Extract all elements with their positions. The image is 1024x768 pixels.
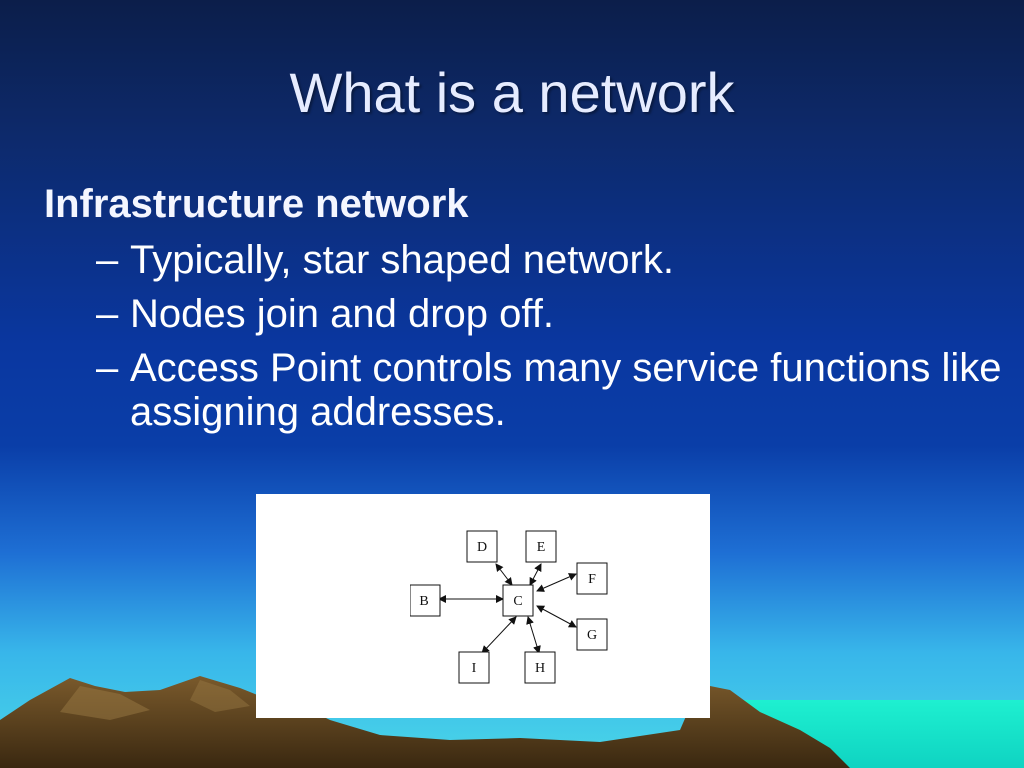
node-b bbox=[409, 584, 441, 617]
edge-c-e bbox=[529, 563, 542, 586]
slide-body: Infrastructure network – Typically, star… bbox=[44, 180, 1024, 434]
edge-c-f bbox=[536, 573, 577, 592]
node-label-i: I bbox=[472, 661, 477, 676]
star-network-figure: C D E F B G I H bbox=[256, 494, 710, 718]
bullet-item: – Typically, star shaped network. bbox=[44, 238, 1024, 282]
node-label-f: F bbox=[588, 572, 596, 587]
bullet-dash: – bbox=[96, 346, 119, 390]
edge-c-i bbox=[481, 616, 517, 654]
node-d bbox=[466, 530, 498, 563]
node-e bbox=[525, 530, 557, 563]
node-f bbox=[576, 562, 608, 595]
edge-c-d bbox=[495, 563, 513, 586]
node-label-e: E bbox=[537, 540, 546, 555]
node-i bbox=[458, 651, 490, 684]
mountain-silhouette bbox=[0, 676, 850, 768]
bullet-item: – Nodes join and drop off. bbox=[44, 292, 1024, 336]
edge-c-g bbox=[536, 605, 577, 628]
node-label-d: D bbox=[477, 540, 487, 555]
bullet-item: – Access Point controls many service fun… bbox=[44, 346, 1024, 434]
node-label-b: B bbox=[419, 594, 428, 609]
bullet-text: Access Point controls many service funct… bbox=[130, 346, 1002, 434]
node-label-h: H bbox=[535, 661, 545, 676]
bullet-text: Nodes join and drop off. bbox=[130, 292, 555, 336]
bullet-dash: – bbox=[96, 238, 119, 282]
node-label-g: G bbox=[587, 628, 597, 643]
node-c bbox=[502, 584, 534, 617]
node-h bbox=[524, 651, 556, 684]
bullet-dash: – bbox=[96, 292, 119, 336]
bullet-text: Typically, star shaped network. bbox=[130, 238, 674, 282]
star-network-diagram: C D E F B G I H bbox=[406, 530, 608, 684]
edge-c-h bbox=[526, 616, 541, 654]
node-g bbox=[576, 618, 608, 651]
slide-title: What is a network bbox=[289, 61, 735, 124]
section-heading: Infrastructure network bbox=[44, 182, 469, 226]
bullet-list: – Typically, star shaped network. – Node… bbox=[44, 238, 1024, 434]
node-label-c: C bbox=[513, 594, 522, 609]
